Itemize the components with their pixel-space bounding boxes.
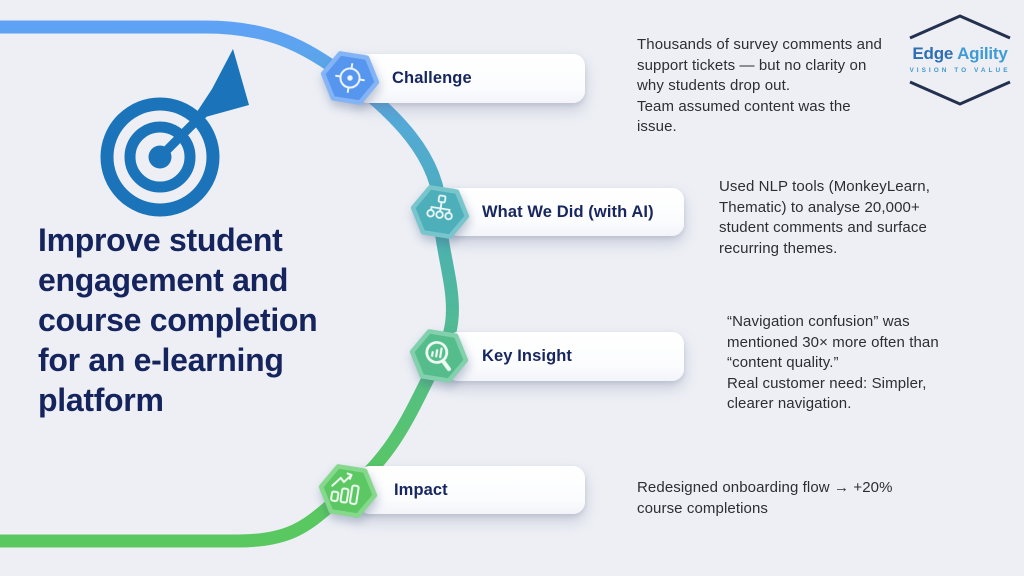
milestone-label: Impact bbox=[394, 480, 448, 499]
growth-bars-icon bbox=[330, 472, 360, 505]
logo-bottom-chevron-icon bbox=[909, 80, 1011, 106]
brand-name-part1: Edge bbox=[912, 44, 954, 63]
brand-name-part2: Agility bbox=[957, 44, 1008, 63]
hierarchy-sitemap-icon bbox=[426, 194, 453, 221]
milestone-pill-challenge: Challenge bbox=[356, 54, 585, 103]
milestone-pill-impact: Impact bbox=[358, 466, 585, 514]
milestone-label: What We Did (with AI) bbox=[482, 202, 654, 221]
hexagon-badge-impact bbox=[318, 464, 378, 518]
crosshair-target-icon bbox=[335, 63, 365, 93]
magnifier-chart-icon bbox=[425, 341, 451, 372]
bullseye-target-icon bbox=[100, 49, 249, 217]
milestone-description-what-we-did: Used NLP tools (MonkeyLearn, Thematic) t… bbox=[719, 178, 930, 257]
brand-logo: Edge Agility VISION TO VALUE bbox=[902, 10, 1018, 130]
hexagon-badge-what-we-did bbox=[410, 185, 470, 239]
page-title: Improve student engagement and course co… bbox=[38, 222, 318, 418]
hexagon-badge-challenge bbox=[320, 51, 380, 105]
milestone-pill-what-we-did: What We Did (with AI) bbox=[446, 188, 684, 236]
milestone-label: Key Insight bbox=[482, 347, 573, 365]
milestone-description-impact: Redesigned onboarding flow → +20% course… bbox=[637, 479, 893, 517]
hexagon-badge-key-insight bbox=[409, 329, 469, 383]
milestone-label: Challenge bbox=[392, 69, 472, 87]
milestone-pill-key-insight: Key Insight bbox=[446, 332, 684, 381]
brand-tagline: VISION TO VALUE bbox=[909, 67, 1011, 74]
milestone-description-challenge: Thousands of survey comments and support… bbox=[637, 36, 882, 135]
logo-top-chevron-icon bbox=[909, 14, 1011, 40]
milestone-description-key-insight: “Navigation confusion” was mentioned 30×… bbox=[727, 313, 939, 412]
brand-name: Edge Agility bbox=[902, 44, 1018, 64]
